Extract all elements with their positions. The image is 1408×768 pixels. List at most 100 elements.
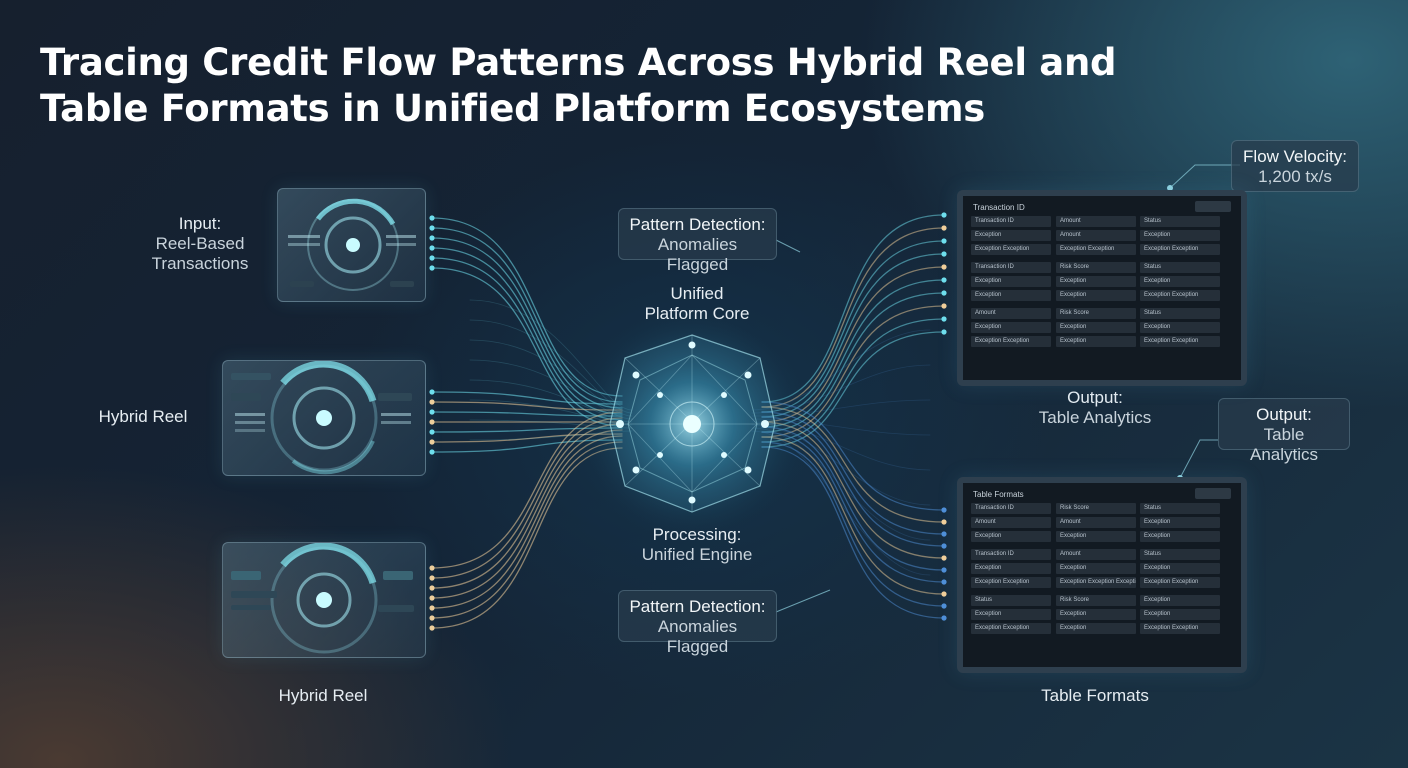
hybrid-reel-label-2: Hybrid Reel [278, 686, 368, 705]
callout-sub: Anomalies Flagged [657, 235, 738, 274]
panel-title: Table Formats [973, 490, 1024, 499]
table-cell: Exception Exception [1140, 623, 1220, 634]
table-cell: Exception Exception [971, 336, 1051, 347]
flow-node [941, 579, 947, 585]
table-cell: Exception [971, 609, 1051, 620]
table-cell: Transaction ID [971, 503, 1051, 514]
panel-button[interactable] [1195, 488, 1231, 499]
table-cell: Exception [1056, 290, 1136, 301]
output-label-heading: Output: [1067, 388, 1123, 407]
title-line-1: Tracing Credit Flow Patterns Across Hybr… [40, 41, 1117, 84]
core-label: Unified Platform Core [612, 284, 782, 324]
flow-node [941, 251, 947, 257]
table-cell: Exception [1140, 595, 1220, 606]
flow-node [429, 605, 435, 611]
table-cell: Exception [1140, 276, 1220, 287]
table-cell: Status [1140, 549, 1220, 560]
table-cell: Exception [1056, 322, 1136, 333]
flow-node [941, 212, 947, 218]
flow-node [941, 225, 947, 231]
table-cell: Risk Score [1056, 308, 1136, 319]
pattern-detection-callout-bottom: Pattern Detection: Anomalies Flagged [618, 590, 777, 656]
flow-node [941, 591, 947, 597]
table-cell: Exception Exception [1140, 336, 1220, 347]
table-cell: Exception [971, 290, 1051, 301]
page-title: Tracing Credit Flow Patterns Across Hybr… [40, 40, 1190, 132]
input-label-heading: Input: [178, 214, 222, 233]
flow-node [429, 409, 435, 415]
callout-sub: 1,200 tx/s [1258, 167, 1332, 186]
flow-node [941, 303, 947, 309]
table-cell: Risk Score [1056, 262, 1136, 273]
input-label-line-2: Transactions [151, 254, 249, 273]
callout-heading: Flow Velocity: [1243, 147, 1347, 166]
callout-sub: Table Analytics [1249, 425, 1319, 464]
flow-node [429, 615, 435, 621]
flow-node [941, 615, 947, 621]
flow-node [941, 238, 947, 244]
table-cell: Amount [971, 517, 1051, 528]
reel-panel-hybrid-2 [222, 542, 426, 658]
processing-label-sub: Unified Engine [641, 545, 753, 564]
table-cell: Amount [1056, 517, 1136, 528]
table-cell: Exception [1140, 322, 1220, 333]
table-cell: Exception [971, 531, 1051, 542]
input-label-line-1: Reel-Based [155, 234, 245, 253]
table-cell: Exception [971, 230, 1051, 241]
table-cell: Exception Exception [971, 577, 1051, 588]
flow-node [941, 290, 947, 296]
flow-node [429, 439, 435, 445]
flow-node [429, 625, 435, 631]
flow-node [941, 329, 947, 335]
table-cell: Exception [1056, 609, 1136, 620]
table-cell: Status [1140, 503, 1220, 514]
flow-node [941, 519, 947, 525]
flow-node [429, 255, 435, 261]
table-cell: Exception [1056, 563, 1136, 574]
table-cell: Exception [1056, 531, 1136, 542]
table-cell: Status [1140, 262, 1220, 273]
reel-panel-hybrid-1 [222, 360, 426, 476]
flow-node [429, 419, 435, 425]
table-cell: Exception [1140, 531, 1220, 542]
flow-node [941, 264, 947, 270]
flow-node [429, 389, 435, 395]
flow-node [429, 399, 435, 405]
table-cell: Transaction ID [971, 549, 1051, 560]
table-cell: Exception [971, 563, 1051, 574]
table-cell: Amount [971, 308, 1051, 319]
table-cell: Exception [1140, 609, 1220, 620]
table-cell: Amount [1056, 230, 1136, 241]
output-label-sub: Table Analytics [1038, 408, 1152, 427]
table-cell: Exception Exception [1140, 290, 1220, 301]
table-cell: Amount [1056, 216, 1136, 227]
table-cell: Exception [971, 276, 1051, 287]
flow-node [429, 449, 435, 455]
callout-heading: Pattern Detection: [629, 215, 766, 234]
flow-node [941, 567, 947, 573]
table-formats-label: Table Formats [1041, 686, 1149, 705]
flow-node [429, 429, 435, 435]
callout-sub: Anomalies Flagged [657, 617, 738, 656]
callout-leaders [775, 164, 1240, 613]
table-cell: Exception Exception [1056, 244, 1136, 255]
flow-velocity-callout: Flow Velocity: 1,200 tx/s [1231, 140, 1359, 192]
panel-button[interactable] [1195, 201, 1231, 212]
output-table-analytics-label: Output: Table Analytics [1015, 388, 1175, 428]
flow-node [429, 585, 435, 591]
flow-node [429, 265, 435, 271]
callout-heading: Pattern Detection: [629, 597, 766, 616]
hybrid-reel-label-1: Hybrid Reel [98, 407, 188, 426]
table-cell: Exception [1140, 563, 1220, 574]
leader-dot [1167, 185, 1173, 191]
table-cell: Exception Exception Exception [1056, 577, 1136, 588]
table-cell: Status [1140, 308, 1220, 319]
reel-dial-icon [288, 198, 416, 291]
flow-node [429, 595, 435, 601]
flow-node [941, 555, 947, 561]
table-cell: Exception Exception [971, 623, 1051, 634]
pattern-detection-callout-top: Pattern Detection: Anomalies Flagged [618, 208, 777, 274]
flow-node [429, 565, 435, 571]
